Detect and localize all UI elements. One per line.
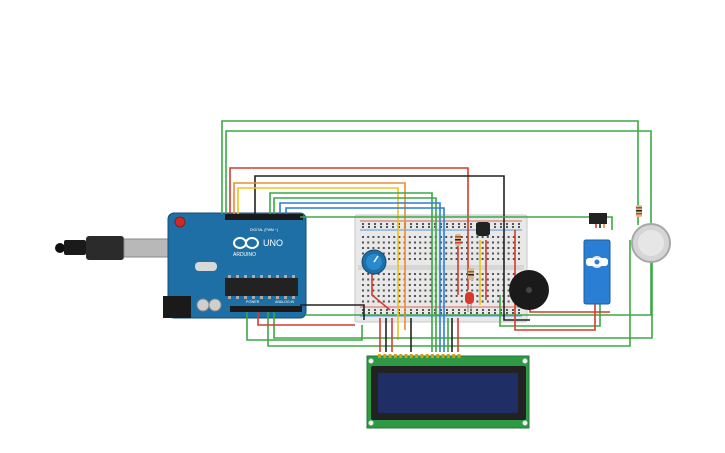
red-led[interactable]	[465, 292, 474, 312]
gas-sensor[interactable]	[631, 223, 671, 263]
digital-header-label: DIGITAL (PWM ~)	[250, 228, 278, 232]
arduino-brand-label: ARDUINO	[233, 252, 256, 258]
arduino-model-label: UNO	[263, 238, 283, 248]
lcd-pins	[378, 354, 461, 358]
piezo-buzzer[interactable]	[509, 270, 549, 310]
usb-cable	[55, 236, 169, 260]
micro-servo[interactable]	[583, 213, 611, 305]
power-header-label: POWER	[246, 300, 260, 304]
lcd-16x2[interactable]	[366, 354, 530, 429]
wires	[221, 120, 653, 352]
resistor-gas	[636, 205, 642, 217]
analog-header-label: ANALOG IN	[275, 300, 295, 304]
resistor	[455, 234, 461, 246]
potentiometer[interactable]	[361, 249, 387, 275]
arduino-logo	[233, 237, 259, 249]
temperature-sensor[interactable]	[476, 222, 490, 236]
resistor-led	[468, 268, 474, 280]
arduino-uno-board[interactable]: UNO ARDUINO DIGITAL (PWM ~) POWER ANALOG…	[163, 212, 307, 319]
